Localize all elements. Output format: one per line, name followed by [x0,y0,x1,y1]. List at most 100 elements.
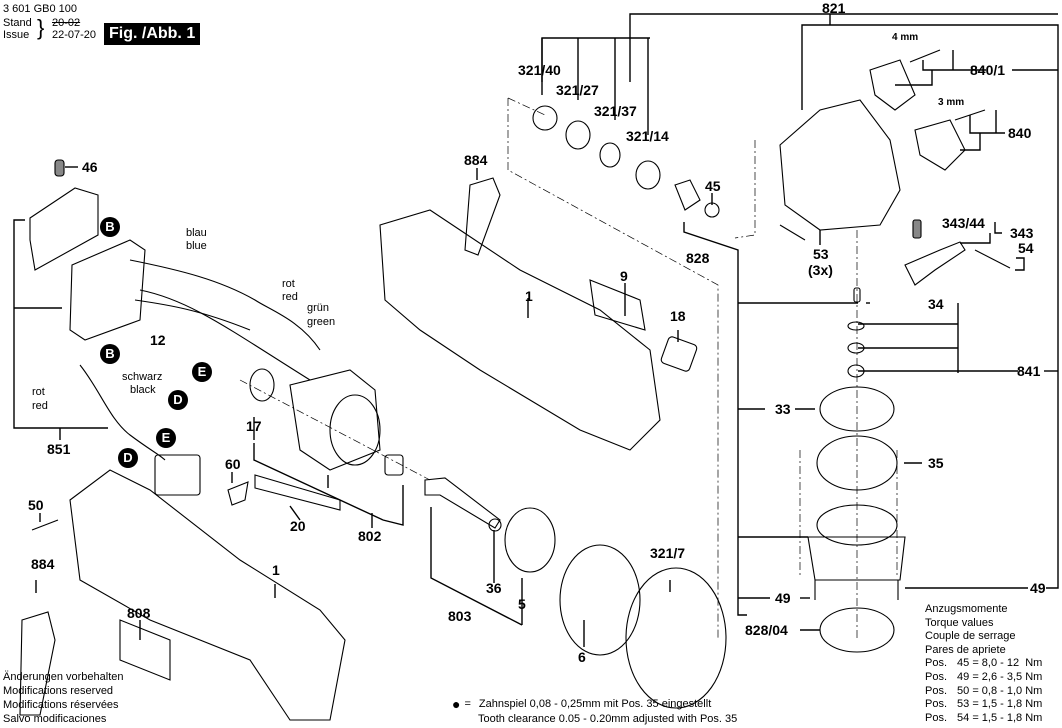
connection-marker-b: B [100,217,120,237]
wire-label-green-de: grün [307,302,330,314]
wire-label-black-en: black [130,384,156,396]
wire-label-green-en: green [307,316,336,328]
part-label-9: 9 [620,268,628,284]
connection-marker-b: B [100,344,120,364]
part-label-1-top: 1 [525,288,533,304]
modifications-de: Änderungen vorbehalten [3,671,124,683]
torque-row: Pos. 50 = 0,8 - 1,0 Nm [925,685,1042,699]
torque-title-en: Torque values [925,616,994,629]
part-label-1-bottom: 1 [272,562,280,578]
torque-item: 49 [957,670,970,683]
part-label-321-14: 321/14 [626,128,669,144]
part-label-884-bottom: 884 [31,556,55,572]
connection-marker-d: D [168,390,188,410]
part-label-840: 840 [1008,125,1032,141]
part-label-33: 33 [775,401,791,417]
tooth-clearance-note: ● = Zahnspiel 0,08 - 0,25mm mit Pos. 35 … [452,696,737,726]
torque-pos: Pos. [925,657,948,670]
modifications-es: Salvo modificaciones [3,713,107,725]
torque-pos: Pos. [925,711,948,724]
torque-row: Pos. 54 = 1,5 - 1,8 Nm [925,712,1042,726]
part-label-321-37: 321/37 [594,103,637,119]
part-label-851: 851 [47,441,71,457]
part-label-34: 34 [928,296,944,312]
stand-old-date: 20-02 [52,17,81,29]
part-label-802: 802 [358,528,382,544]
part-label-18: 18 [670,308,686,324]
torque-title-fr: Couple de serrage [925,630,1016,643]
part-label-828: 828 [686,250,710,266]
part-label-321-7: 321/7 [650,545,686,561]
wire-label-blue-en: blue [186,240,207,252]
connection-marker-e: E [192,362,212,382]
part-label-884-top: 884 [464,152,488,168]
wire-label-black-de: schwarz [122,371,163,383]
connection-marker-e: E [156,428,176,448]
part-label-20: 20 [290,518,306,534]
part-label-46: 46 [82,159,98,175]
torque-value: = 0,8 - 1,0 Nm [972,684,1043,697]
torque-row: Pos. 49 = 2,6 - 3,5 Nm [925,671,1042,685]
part-label-5: 5 [518,596,526,612]
part-number: 3 601 GB0 100 [3,3,78,15]
part-label-841: 841 [1017,363,1041,379]
part-label-321-40: 321/40 [518,62,561,78]
issue-label: Issue [3,29,30,41]
wire-label-red-de: rot [282,278,295,290]
part-label-60: 60 [225,456,241,472]
connection-marker-d: D [118,448,138,468]
part-label-50: 50 [28,497,44,513]
stand-label: Stand [3,17,32,29]
part-label-36: 36 [486,580,502,596]
part-label-49-left: 49 [775,590,791,606]
torque-value: = 2,6 - 3,5 Nm [972,670,1043,683]
part-label-53-qty: (3x) [808,262,833,278]
wire-label-red-en: red [282,291,298,303]
leader-821-left [629,13,1058,82]
part-label-17: 17 [246,418,262,434]
pin-4mm-label: 4 mm [892,32,919,43]
tooth-clearance-de: Zahnspiel 0,08 - 0,25mm mit Pos. 35 eing… [478,698,712,710]
part-label-343: 343 [1010,225,1034,241]
torque-row: Pos. 53 = 1,5 - 1,8 Nm [925,698,1042,712]
torque-item: 53 [957,698,970,711]
torque-pos: Pos. [925,684,948,697]
part-label-12: 12 [150,332,166,348]
modifications-fr: Modifications réservées [3,699,119,711]
torque-value: = 1,5 - 1,8 Nm [972,711,1043,724]
modifications-notice: Änderungen vorbehalten Modifications res… [3,670,123,726]
torque-title-de: Anzugsmomente [925,603,1008,615]
wire-label-red2-en: red [32,400,48,412]
part-label-54: 54 [1018,240,1034,256]
bracket-821 [801,24,1059,589]
part-label-45: 45 [705,178,721,194]
torque-row: Pos. 45 = 8,0 - 12 Nm [925,657,1042,671]
part-label-6: 6 [578,649,586,665]
bullet-icon: ● [452,696,461,712]
wire-label-red2-de: rot [32,386,45,398]
part-label-808: 808 [127,605,151,621]
equals-sign: = [464,698,471,710]
part-label-49-right: 49 [1030,580,1046,596]
torque-value: = 1,5 - 1,8 Nm [972,698,1043,711]
part-label-343-44: 343/44 [942,215,985,231]
part-label-35: 35 [928,455,944,471]
wire-label-blue-de: blau [186,227,207,239]
torque-item: 54 [957,711,970,724]
torque-item: 45 [957,657,970,670]
torque-value: = 8,0 - 12 Nm [972,657,1043,670]
part-label-53: 53 [813,246,829,262]
torque-title-es: Pares de apriete [925,643,1006,656]
part-label-821: 821 [822,0,846,16]
part-label-803: 803 [448,608,472,624]
torque-item: 50 [957,684,970,697]
torque-values-table: Anzugsmomente Torque values Couple de se… [925,603,1042,725]
torque-pos: Pos. [925,670,948,683]
part-label-840-1: 840/1 [970,62,1006,78]
figure-label: Fig. /Abb. 1 [104,23,201,45]
torque-pos: Pos. [925,698,948,711]
modifications-en: Modifications reserved [3,685,114,697]
brace-icon: } [37,15,45,40]
issue-date: 22-07-20 [52,29,97,41]
